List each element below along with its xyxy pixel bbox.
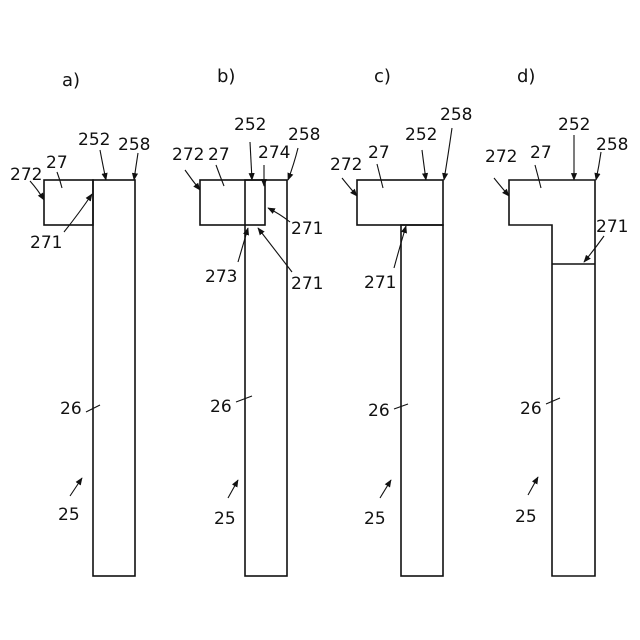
panel-d-leader-25: [528, 477, 538, 495]
panel-c-label-27: 27: [368, 143, 390, 163]
panel-c-leader-271: [394, 226, 406, 268]
panel-c-label-271: 271: [364, 273, 396, 293]
panel-c-leader-252: [422, 150, 426, 180]
panel-a-leader-258: [134, 153, 138, 180]
panel-b-leader-27: [216, 165, 224, 186]
panel-d-leader-258: [596, 152, 601, 180]
panel-c: c) 272 27 252 258 271 26 25: [330, 66, 472, 576]
panel-b-label-26: 26: [210, 397, 232, 417]
panel-d-leader-272: [494, 178, 509, 196]
panel-d-label-27: 27: [530, 143, 552, 163]
panel-c-label-25: 25: [364, 509, 386, 529]
panel-d-leader-26: [546, 398, 560, 404]
panel-b-label-274: 274: [258, 143, 290, 163]
panel-c-label-26: 26: [368, 401, 390, 421]
panel-a-label-252: 252: [78, 130, 110, 150]
panel-b-label-272: 272: [172, 145, 204, 165]
panel-b-leader-273: [238, 228, 248, 262]
panel-a-label-25: 25: [58, 505, 80, 525]
panel-b-label-27: 27: [208, 145, 230, 165]
panel-d-leader-27: [535, 165, 541, 188]
panel-d-label-271: 271: [596, 217, 628, 237]
panel-d: d) 272 27 252 258 271 26 25: [485, 66, 628, 576]
panel-b-leader-252: [250, 142, 252, 180]
panel-b-leader-25: [228, 480, 238, 498]
panel-a-leader-25: [70, 478, 82, 496]
panel-c-label-272: 272: [330, 155, 362, 175]
panel-a-label-258: 258: [118, 135, 150, 155]
panel-c-title: c): [374, 66, 391, 87]
panel-a-leader-252: [100, 150, 106, 180]
panel-c-leader-27: [377, 164, 383, 188]
panel-a-title: a): [62, 70, 80, 91]
panel-b-block-27: [200, 180, 265, 225]
panel-b-label-271b: 271: [291, 274, 323, 294]
panel-b-label-25: 25: [214, 509, 236, 529]
panel-c-label-252: 252: [405, 125, 437, 145]
panel-d-label-252: 252: [558, 115, 590, 135]
panel-b-leader-26: [236, 396, 252, 402]
panel-c-leader-258: [444, 128, 452, 180]
panel-c-leader-25: [380, 480, 391, 498]
panel-c-block-27: [357, 180, 443, 225]
panel-d-label-25: 25: [515, 507, 537, 527]
panel-d-title: d): [517, 66, 535, 87]
panel-d-label-26: 26: [520, 399, 542, 419]
panel-a-label-272: 272: [10, 165, 42, 185]
panel-b-body-26: [245, 180, 287, 576]
panel-a-body-26: [93, 180, 135, 576]
panel-a-label-26: 26: [60, 399, 82, 419]
panel-c-label-258: 258: [440, 105, 472, 125]
panel-d-leader-271: [584, 236, 604, 262]
panel-a-leader-271: [64, 194, 92, 232]
panel-a: a) 272 27 252 258 271 26 25: [10, 70, 150, 576]
panel-a-label-27: 27: [46, 153, 68, 173]
panel-b-label-271a: 271: [291, 219, 323, 239]
panel-d-label-258: 258: [596, 135, 628, 155]
panel-b-label-252: 252: [234, 115, 266, 135]
panel-b-label-273: 273: [205, 267, 237, 287]
panel-c-body-26: [401, 225, 443, 576]
panel-b: b) 272 27 252 274 258 271 273 271 26 25: [172, 66, 323, 576]
panel-c-leader-272: [342, 178, 357, 196]
panel-b-label-258: 258: [288, 125, 320, 145]
panel-b-title: b): [217, 66, 235, 87]
panel-d-label-272: 272: [485, 147, 517, 167]
panel-a-label-271: 271: [30, 233, 62, 253]
panel-b-leader-272: [185, 170, 200, 190]
